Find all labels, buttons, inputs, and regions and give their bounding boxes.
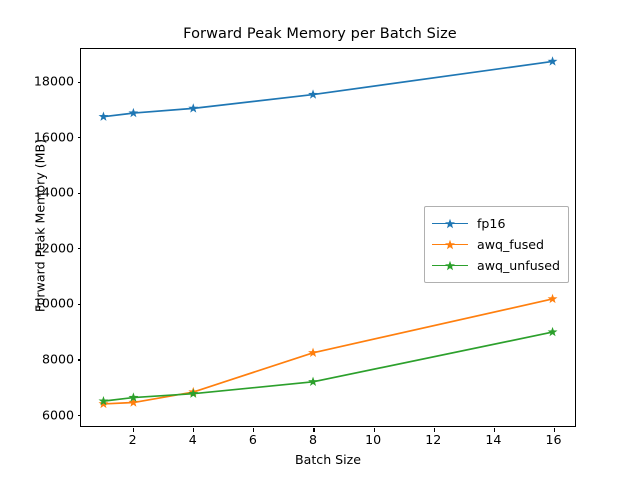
data-point-marker [547,326,558,337]
legend-item-awq_unfused: awq_unfused [432,255,560,276]
data-point-marker [188,388,199,398]
y-tick-label: 8000 [41,351,74,367]
y-tick-mark [77,415,81,417]
legend-swatch [432,217,468,231]
legend-star-icon [445,218,455,228]
y-tick-label: 6000 [41,407,74,422]
data-point-marker [128,397,139,407]
data-point-marker [188,103,199,113]
series-line [102,331,554,402]
legend-label: fp16 [477,216,506,231]
x-tick-label: 10 [365,432,382,447]
data-point-marker [547,293,558,304]
legend-swatch [432,238,468,252]
y-tick-mark [77,303,81,305]
x-tick-mark [253,428,255,432]
legend-item-fp16: fp16 [432,213,560,234]
series-canvas [98,56,558,409]
chart-title: Forward Peak Memory per Batch Size [183,26,457,42]
x-tick-mark [133,428,135,432]
data-point-marker [308,347,318,357]
legend-item-awq_fused: awq_fused [432,234,560,255]
series-fp16 [98,56,558,121]
data-point-marker [547,56,558,66]
x-tick-mark [433,428,435,432]
x-tick-mark [313,428,315,432]
legend-star-icon [445,239,455,249]
data-point-marker [98,395,109,406]
series-line [102,60,554,118]
legend-label: awq_unfused [477,258,560,273]
x-tick-label: 6 [248,432,257,447]
series-line [102,298,554,405]
y-tick-mark [77,81,81,83]
x-tick-mark [373,428,375,432]
x-tick-label: 14 [485,432,502,447]
data-point-marker [128,107,139,118]
y-tick-mark [77,359,81,361]
data-point-marker [308,89,318,99]
y-tick-label: 18000 [33,73,74,89]
x-tick-label: 4 [188,432,197,447]
x-tick-mark [193,428,195,432]
x-tick-label: 12 [425,432,442,447]
y-tick-mark [77,248,81,250]
data-point-marker [98,111,109,121]
y-tick-label: 16000 [33,129,74,145]
x-tick-label: 2 [128,432,137,447]
legend: fp16 awq_fused awq_unfused [424,206,569,283]
data-point-marker [308,376,318,386]
series-awq_fused [98,293,558,409]
x-tick-label: 8 [308,432,317,447]
y-tick-label: 10000 [33,295,74,311]
x-tick-labels: 2 4 6 8 10 12 14 16 [80,432,576,452]
legend-star-icon [445,260,455,270]
x-tick-mark [493,428,495,432]
x-axis-label: Batch Size [294,452,362,467]
y-tick-mark [77,192,81,194]
y-tick-labels: 6000 8000 10000 12000 14000 16000 18000 [20,48,74,427]
series-awq_unfused [98,326,558,406]
data-point-marker [98,398,109,409]
y-tick-mark [77,137,81,139]
legend-swatch [432,259,468,273]
y-tick-label: 12000 [33,240,74,256]
data-point-marker [128,392,139,402]
y-tick-label: 14000 [33,184,74,200]
x-tick-label: 16 [545,432,562,447]
x-tick-mark [553,428,555,432]
legend-label: awq_fused [477,237,545,252]
